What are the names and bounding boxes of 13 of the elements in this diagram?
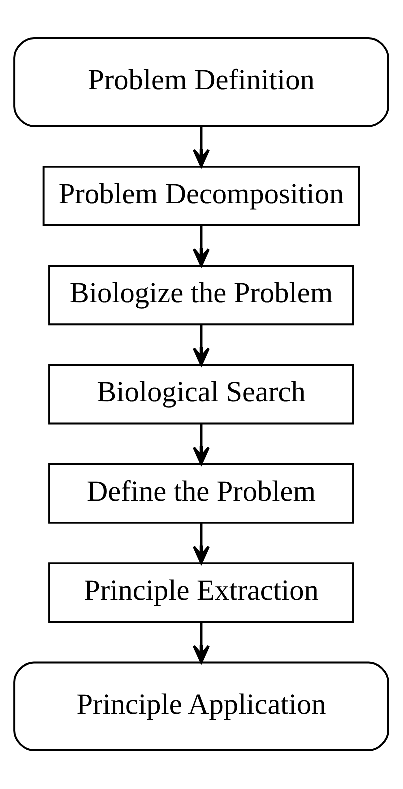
- node-box: Problem Definition: [14, 38, 390, 128]
- arrow: [192, 226, 210, 267]
- arrow: [192, 622, 210, 664]
- node-box: Principle Extraction: [48, 562, 354, 624]
- arrow: [192, 424, 210, 466]
- arrow: [192, 126, 210, 168]
- arrow: [192, 324, 210, 366]
- node-box: Problem Decomposition: [42, 166, 360, 226]
- arrow: [192, 523, 210, 564]
- node-box: Biologize the Problem: [48, 265, 354, 326]
- node-box: Biological Search: [48, 364, 354, 425]
- node-box: Principle Application: [14, 662, 390, 752]
- node-box: Define the Problem: [48, 463, 354, 524]
